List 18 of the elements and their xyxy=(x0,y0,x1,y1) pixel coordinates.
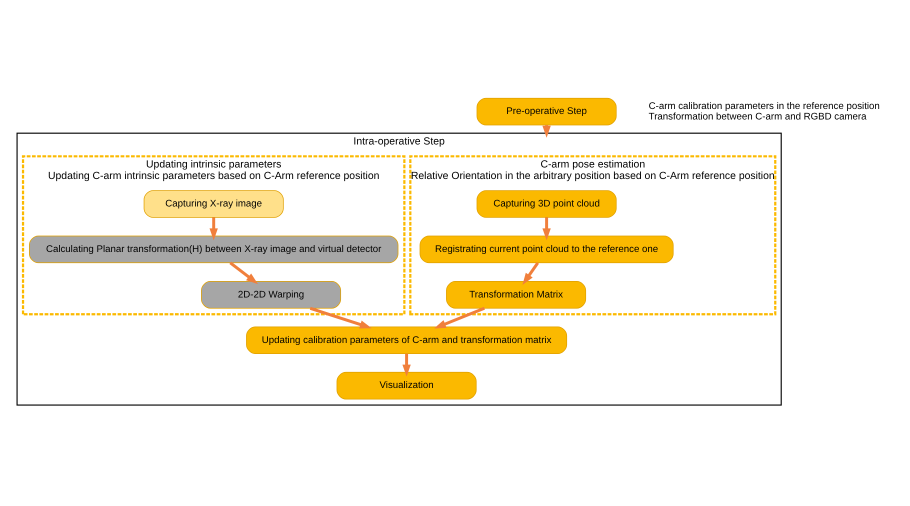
arrow xyxy=(210,216,218,240)
arrow xyxy=(229,261,258,284)
arrow xyxy=(310,306,372,328)
node-box: Pre-operative Step xyxy=(476,97,617,125)
arrow xyxy=(434,306,485,328)
node-label: C-arm calibration parameters in the reference position xyxy=(648,100,880,112)
node-box: Visualization xyxy=(336,371,477,399)
node-label: Transformation between C-arm and RGBD camera xyxy=(648,110,867,122)
arrow xyxy=(542,216,551,240)
arrow xyxy=(522,262,539,284)
node-box: 2D-2D Warping xyxy=(201,280,342,308)
node-box: Capturing 3D point cloud xyxy=(476,190,617,218)
node-box: Registrating current point cloud to the reference one xyxy=(420,235,674,263)
node-box: Transformation Matrix xyxy=(446,280,586,308)
node-box: Calculating Planar transformation(H) between X-ray image and virtual detector xyxy=(28,235,398,263)
arrow xyxy=(402,353,411,376)
node-box: Capturing X-ray image xyxy=(144,190,284,218)
node-box: Updating calibration parameters of C-arm and transformation matrix xyxy=(246,326,568,354)
